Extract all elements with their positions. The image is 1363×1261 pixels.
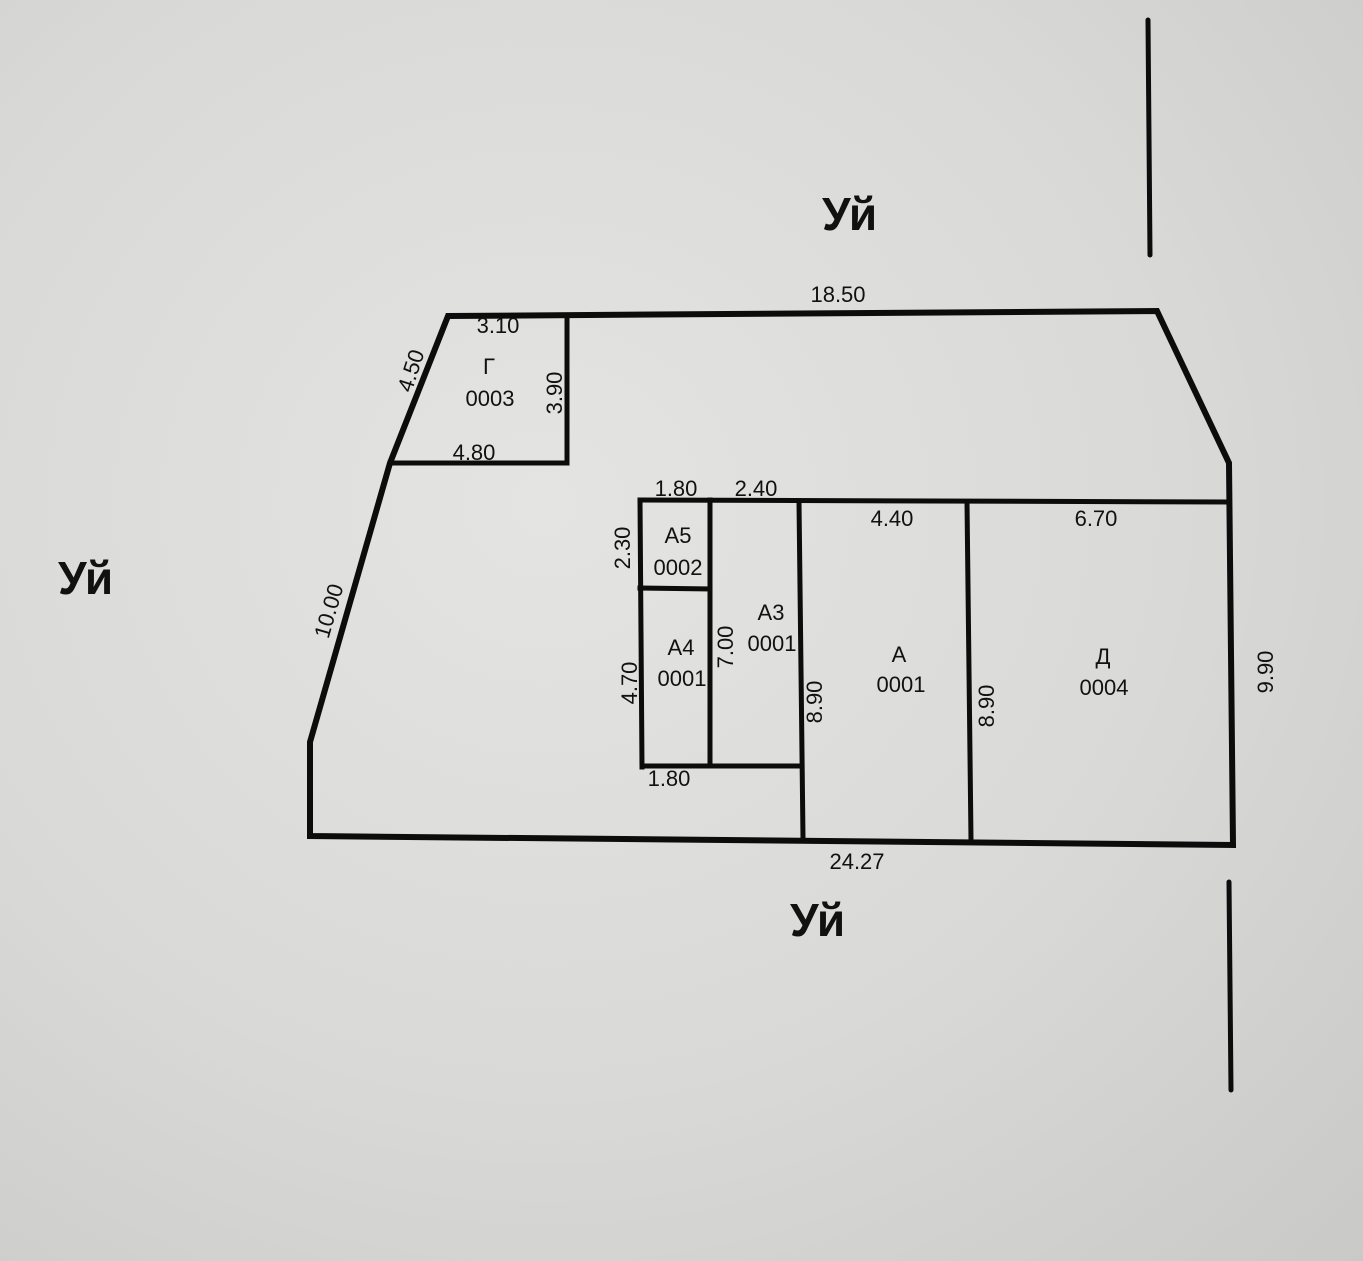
room-g-outline	[387, 313, 570, 466]
dim-right-side: 9.90	[1253, 651, 1278, 694]
dim-a3-top: 2.40	[735, 476, 778, 501]
dim-a4-bottom: 1.80	[648, 766, 691, 791]
neighbor-label-top: Уй	[822, 188, 877, 240]
neighbor-label-bottom: Уй	[790, 894, 845, 946]
room-d-name: Д	[1096, 644, 1111, 669]
dim-a-top: 4.40	[871, 506, 914, 531]
room-a-code: 0001	[877, 672, 926, 697]
room-a3-code: 0001	[748, 631, 797, 656]
room-a3-name: А3	[758, 600, 785, 625]
dim-a5-left: 2.30	[610, 527, 635, 570]
a3-a-divider	[796, 499, 806, 841]
dim-g-bottom: 4.80	[453, 440, 496, 465]
dim-a4-left: 4.70	[617, 662, 642, 705]
dim-a-left: 8.90	[802, 681, 827, 724]
dim-top-total: 18.50	[810, 282, 865, 307]
a5-a4-divider	[637, 585, 713, 592]
dim-g-right: 3.90	[542, 372, 567, 415]
dim-d-left: 8.90	[974, 685, 999, 728]
dim-g-top: 3.10	[477, 313, 520, 338]
parcel-outline	[307, 307, 1237, 849]
room-d-code: 0004	[1080, 675, 1129, 700]
dim-left-upper-diag: 4.50	[392, 346, 429, 394]
room-a4-name: А4	[668, 635, 695, 660]
a5-left-wall	[637, 497, 645, 770]
dim-a5-top: 1.80	[655, 476, 698, 501]
a-d-divider	[964, 499, 974, 843]
room-a-name: А	[892, 642, 907, 667]
dim-bottom-total: 24.27	[829, 849, 884, 874]
building-top-wall	[637, 497, 1232, 505]
neighbor-boundary-bottom	[1226, 879, 1234, 1093]
room-g-name: Г	[483, 354, 495, 379]
neighbor-boundary-top	[1145, 17, 1153, 258]
room-a4-code: 0001	[658, 666, 707, 691]
room-a5-name: А5	[665, 523, 692, 548]
dim-d-top: 6.70	[1075, 506, 1118, 531]
dim-a3-left: 7.00	[713, 626, 738, 669]
room-a5-code: 0002	[654, 555, 703, 580]
room-g-code: 0003	[466, 386, 515, 411]
neighbor-label-left: Уй	[58, 552, 113, 604]
